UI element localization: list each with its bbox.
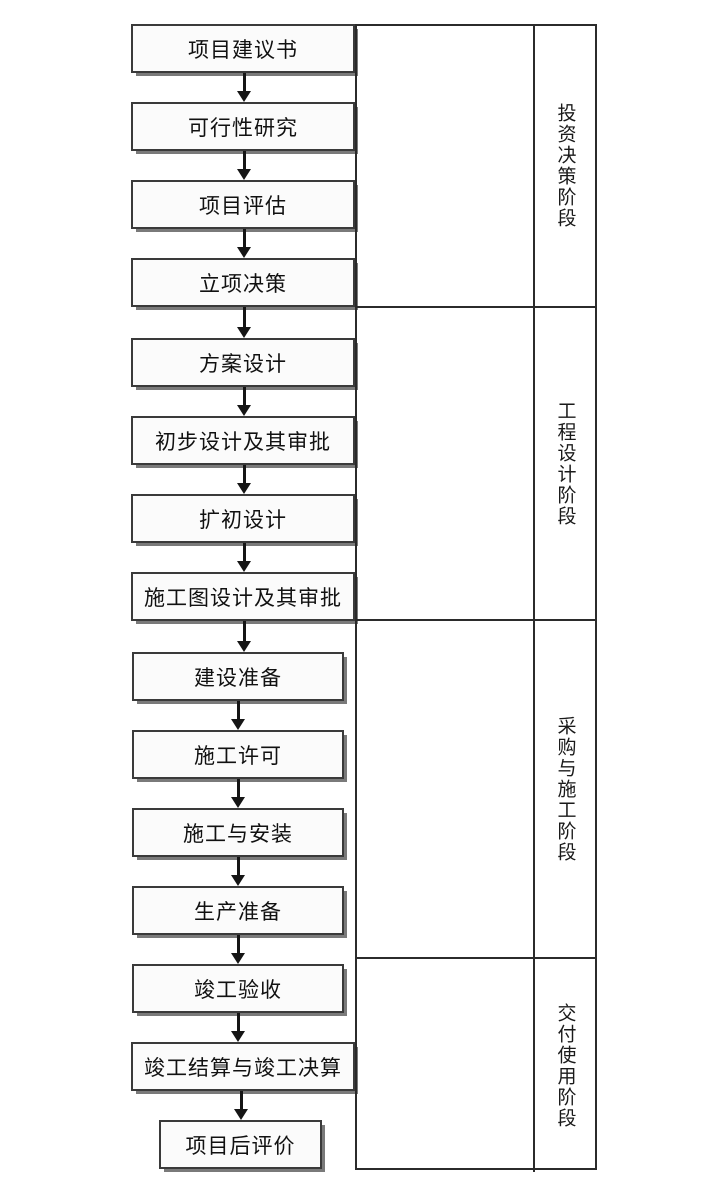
phase-gap-cell bbox=[357, 621, 535, 957]
phase-gap-cell bbox=[357, 308, 535, 619]
phase-label-engineering-design: 工程设计阶段 bbox=[554, 400, 576, 527]
process-node-label: 项目后评价 bbox=[185, 1133, 296, 1158]
phase-label-investment-decision: 投资决策阶段 bbox=[554, 103, 576, 229]
process-node-label: 施工图设计及其审批 bbox=[144, 585, 342, 610]
process-node-label: 施工许可 bbox=[194, 743, 282, 768]
phase-label-cell: 采购与施工阶段 bbox=[535, 621, 595, 957]
process-node-label: 项目建议书 bbox=[188, 37, 298, 62]
process-node-label: 建设准备 bbox=[194, 665, 282, 690]
process-node-label: 竣工验收 bbox=[194, 977, 282, 1002]
process-node[interactable]: 项目评估 bbox=[131, 180, 355, 229]
process-node[interactable]: 竣工结算与竣工决算 bbox=[131, 1042, 355, 1091]
process-node[interactable]: 立项决策 bbox=[131, 258, 355, 307]
flow-arrow bbox=[235, 465, 253, 494]
process-node[interactable]: 施工许可 bbox=[132, 730, 344, 779]
flow-arrow bbox=[235, 543, 253, 572]
flow-arrow bbox=[235, 307, 253, 338]
process-node-label: 生产准备 bbox=[194, 899, 282, 924]
process-node[interactable]: 施工与安装 bbox=[132, 808, 344, 857]
flow-arrow bbox=[235, 621, 253, 652]
process-node[interactable]: 方案设计 bbox=[131, 338, 355, 387]
process-node-label: 立项决策 bbox=[199, 271, 287, 296]
process-node-label: 扩初设计 bbox=[199, 507, 287, 532]
phase-gap-cell bbox=[357, 959, 535, 1172]
process-node[interactable]: 项目后评价 bbox=[159, 1120, 322, 1169]
flow-arrow bbox=[229, 1013, 247, 1042]
flow-arrow bbox=[235, 151, 253, 180]
flow-arrow bbox=[235, 73, 253, 102]
flow-arrow bbox=[232, 1091, 250, 1120]
phase-label-procurement-construction: 采购与施工阶段 bbox=[554, 715, 576, 863]
process-node[interactable]: 建设准备 bbox=[132, 652, 344, 701]
flow-arrow bbox=[229, 779, 247, 808]
process-node-label: 初步设计及其审批 bbox=[155, 429, 331, 454]
phase-table: 投资决策阶段 工程设计阶段 采购与施工阶段 交付使用阶段 bbox=[355, 24, 597, 1172]
flow-arrow bbox=[235, 229, 253, 258]
process-node[interactable]: 生产准备 bbox=[132, 886, 344, 935]
phase-row-delivery-use: 交付使用阶段 bbox=[357, 957, 595, 1172]
phase-row-procurement-construction: 采购与施工阶段 bbox=[357, 619, 595, 957]
process-node[interactable]: 可行性研究 bbox=[131, 102, 355, 151]
phase-row-investment-decision: 投资决策阶段 bbox=[357, 26, 595, 306]
phase-gap-cell bbox=[357, 26, 535, 306]
process-node-label: 项目评估 bbox=[199, 193, 287, 218]
flow-arrow bbox=[229, 701, 247, 730]
flow-arrow bbox=[235, 387, 253, 416]
process-node-label: 方案设计 bbox=[199, 351, 287, 376]
process-node-label: 竣工结算与竣工决算 bbox=[144, 1055, 342, 1080]
phase-label-cell: 投资决策阶段 bbox=[535, 26, 595, 306]
phase-label-delivery-use: 交付使用阶段 bbox=[554, 1002, 576, 1129]
phase-label-cell: 交付使用阶段 bbox=[535, 959, 595, 1172]
flow-arrow bbox=[229, 857, 247, 886]
flow-arrow bbox=[229, 935, 247, 964]
phase-label-cell: 工程设计阶段 bbox=[535, 308, 595, 619]
process-node-label: 施工与安装 bbox=[183, 821, 293, 846]
phase-row-engineering-design: 工程设计阶段 bbox=[357, 306, 595, 619]
process-node[interactable]: 项目建议书 bbox=[131, 24, 355, 73]
process-node[interactable]: 初步设计及其审批 bbox=[131, 416, 355, 465]
process-node[interactable]: 施工图设计及其审批 bbox=[131, 572, 355, 621]
process-node[interactable]: 竣工验收 bbox=[132, 964, 344, 1013]
process-node[interactable]: 扩初设计 bbox=[131, 494, 355, 543]
process-node-label: 可行性研究 bbox=[188, 115, 298, 140]
